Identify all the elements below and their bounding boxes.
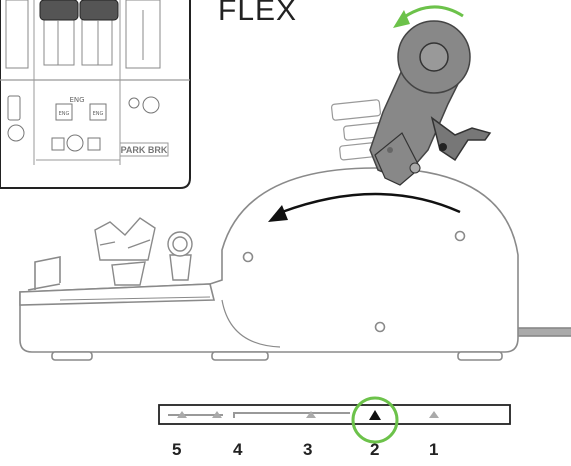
detent-marker-3 [306, 411, 316, 418]
panel-inset: ENG ENG ENG PARK BRK [0, 0, 191, 189]
detent-label-5: 5 [172, 440, 182, 459]
detent-marker-2 [369, 410, 381, 420]
small-levers [94, 217, 193, 286]
main-lever [330, 20, 492, 186]
detent-marker-1 [429, 411, 439, 418]
detent-label-4: 4 [233, 440, 243, 459]
detent-label-3: 3 [303, 440, 313, 459]
throttle-base [19, 167, 571, 361]
eng-left-label: ENG [59, 111, 70, 117]
eng-right-label: ENG [93, 111, 104, 117]
travel-arrow-black-icon [268, 192, 461, 222]
detent-scale [158, 396, 511, 444]
eng-label: ENG [69, 96, 84, 104]
detent-label-1: 1 [429, 440, 439, 459]
selected-detent-highlight [351, 396, 399, 444]
detent-label-2: 2 [370, 440, 380, 459]
park-brake-label: PARK BRK [121, 145, 168, 155]
detent-marker-5 [177, 411, 187, 418]
rotate-arrow-green-icon [393, 5, 464, 28]
detent-marker-4 [212, 411, 222, 418]
flex-label: FLEX [218, 0, 298, 27]
